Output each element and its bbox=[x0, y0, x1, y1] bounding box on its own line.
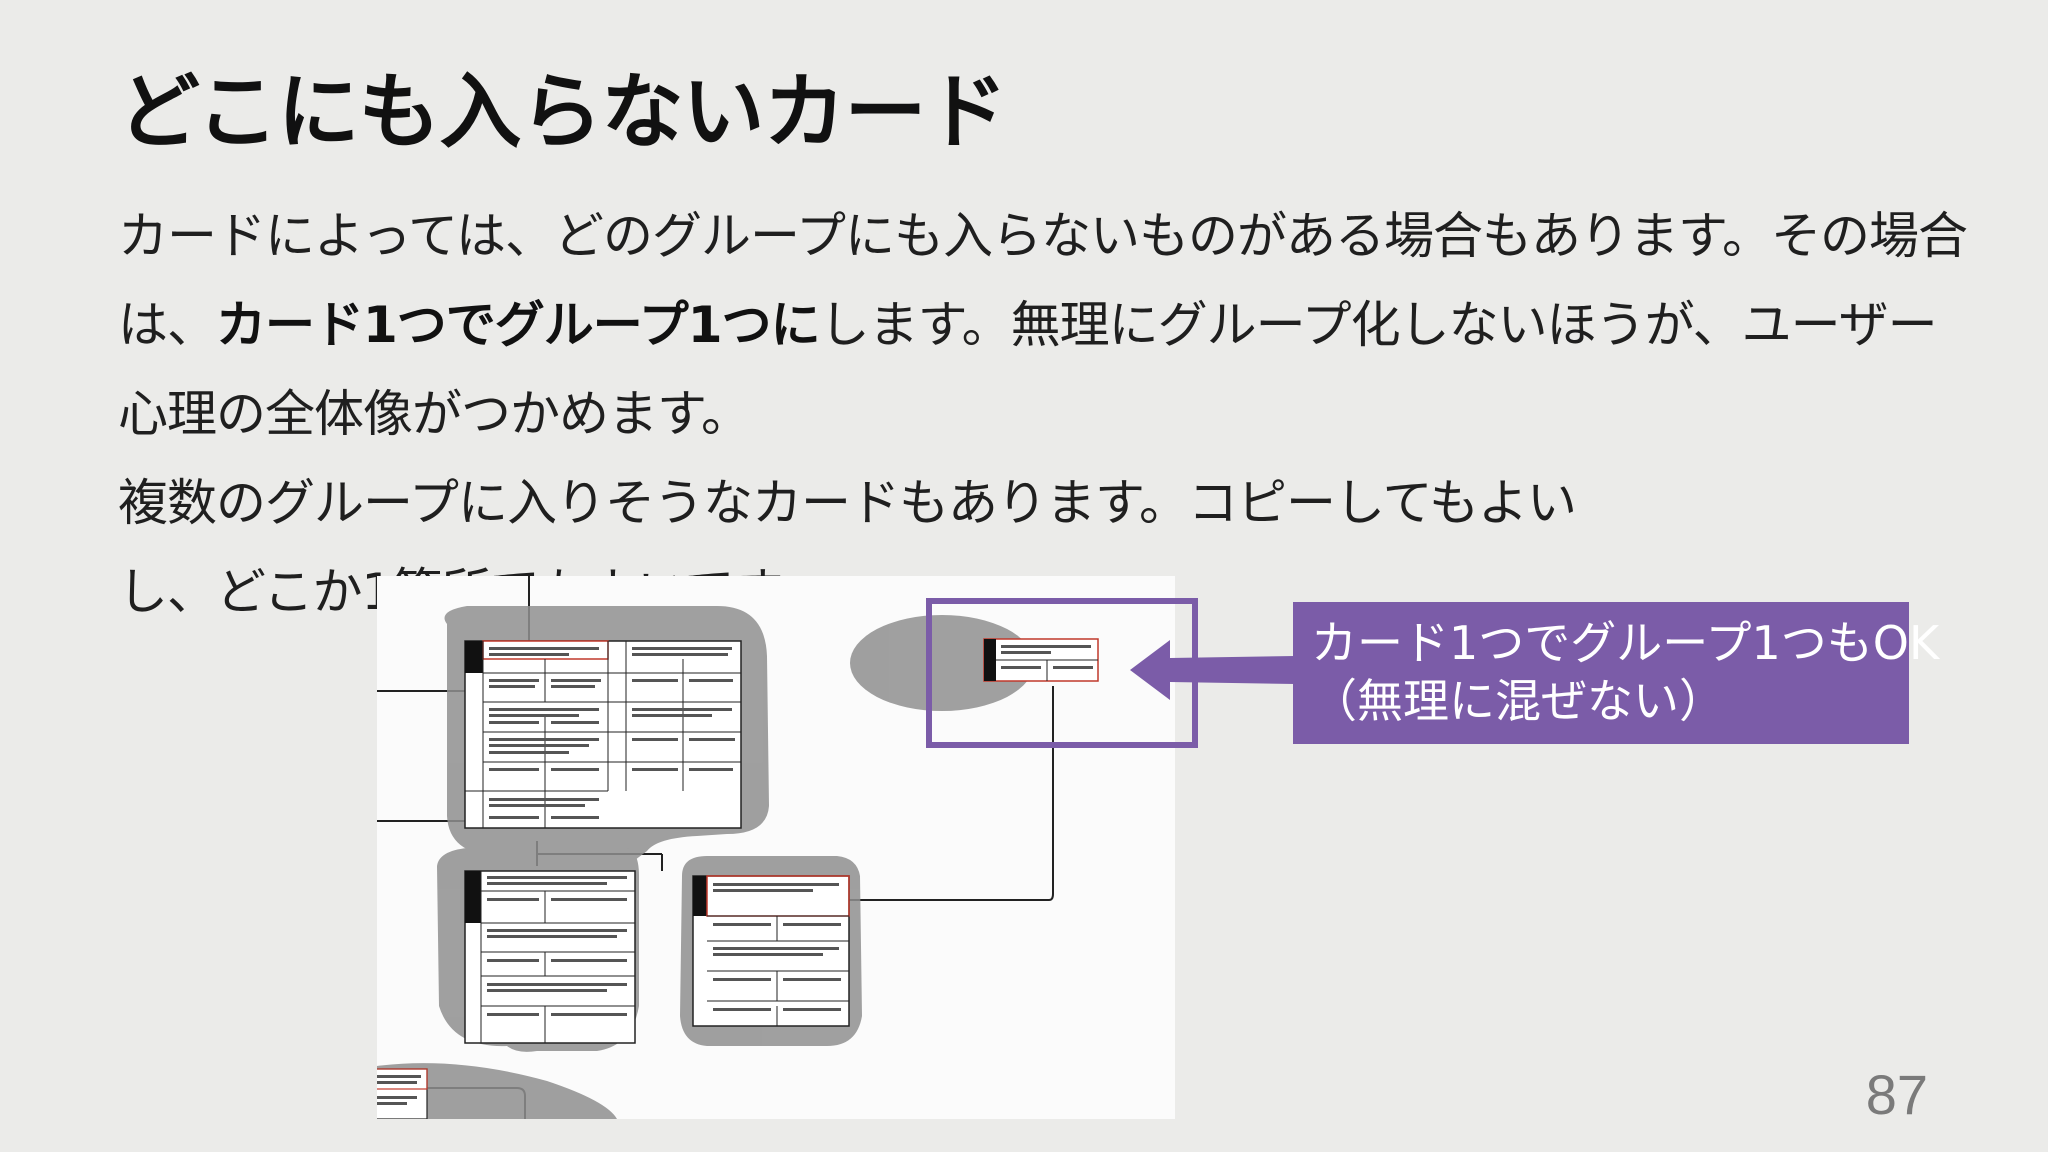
paragraph-1-text-b: します。無理にグループ化しないほうが、ユーザー心理の全体像がつかめます。 bbox=[118, 296, 1938, 443]
kj-grouping-diagram-image bbox=[377, 576, 1175, 1119]
callout-arrow-icon bbox=[1130, 640, 1295, 700]
paragraph-1-emphasis: カード1つでグループ1つに bbox=[216, 296, 821, 354]
paragraph-1-text-a: カードによっては、どのグループにも入らないものがある場合もあります。その場合は、 bbox=[118, 207, 1968, 354]
slide-title: どこにも入らないカード bbox=[118, 65, 1008, 160]
slide-body: カードによっては、どのグループにも入らないものがある場合もあります。その場合は、… bbox=[118, 192, 1978, 637]
callout-line-1: カード1つでグループ1つもOK bbox=[1311, 616, 1940, 670]
callout-line-2: （無理に混ぜない） bbox=[1311, 674, 1725, 728]
paragraph-1: カードによっては、どのグループにも入らないものがある場合もあります。その場合は、… bbox=[118, 192, 1978, 459]
callout-box: カード1つでグループ1つもOK （無理に混ぜない） bbox=[1293, 602, 1940, 744]
grouping-diagram-graphic bbox=[377, 576, 1099, 1119]
page-number: 87 bbox=[1865, 1063, 1928, 1126]
